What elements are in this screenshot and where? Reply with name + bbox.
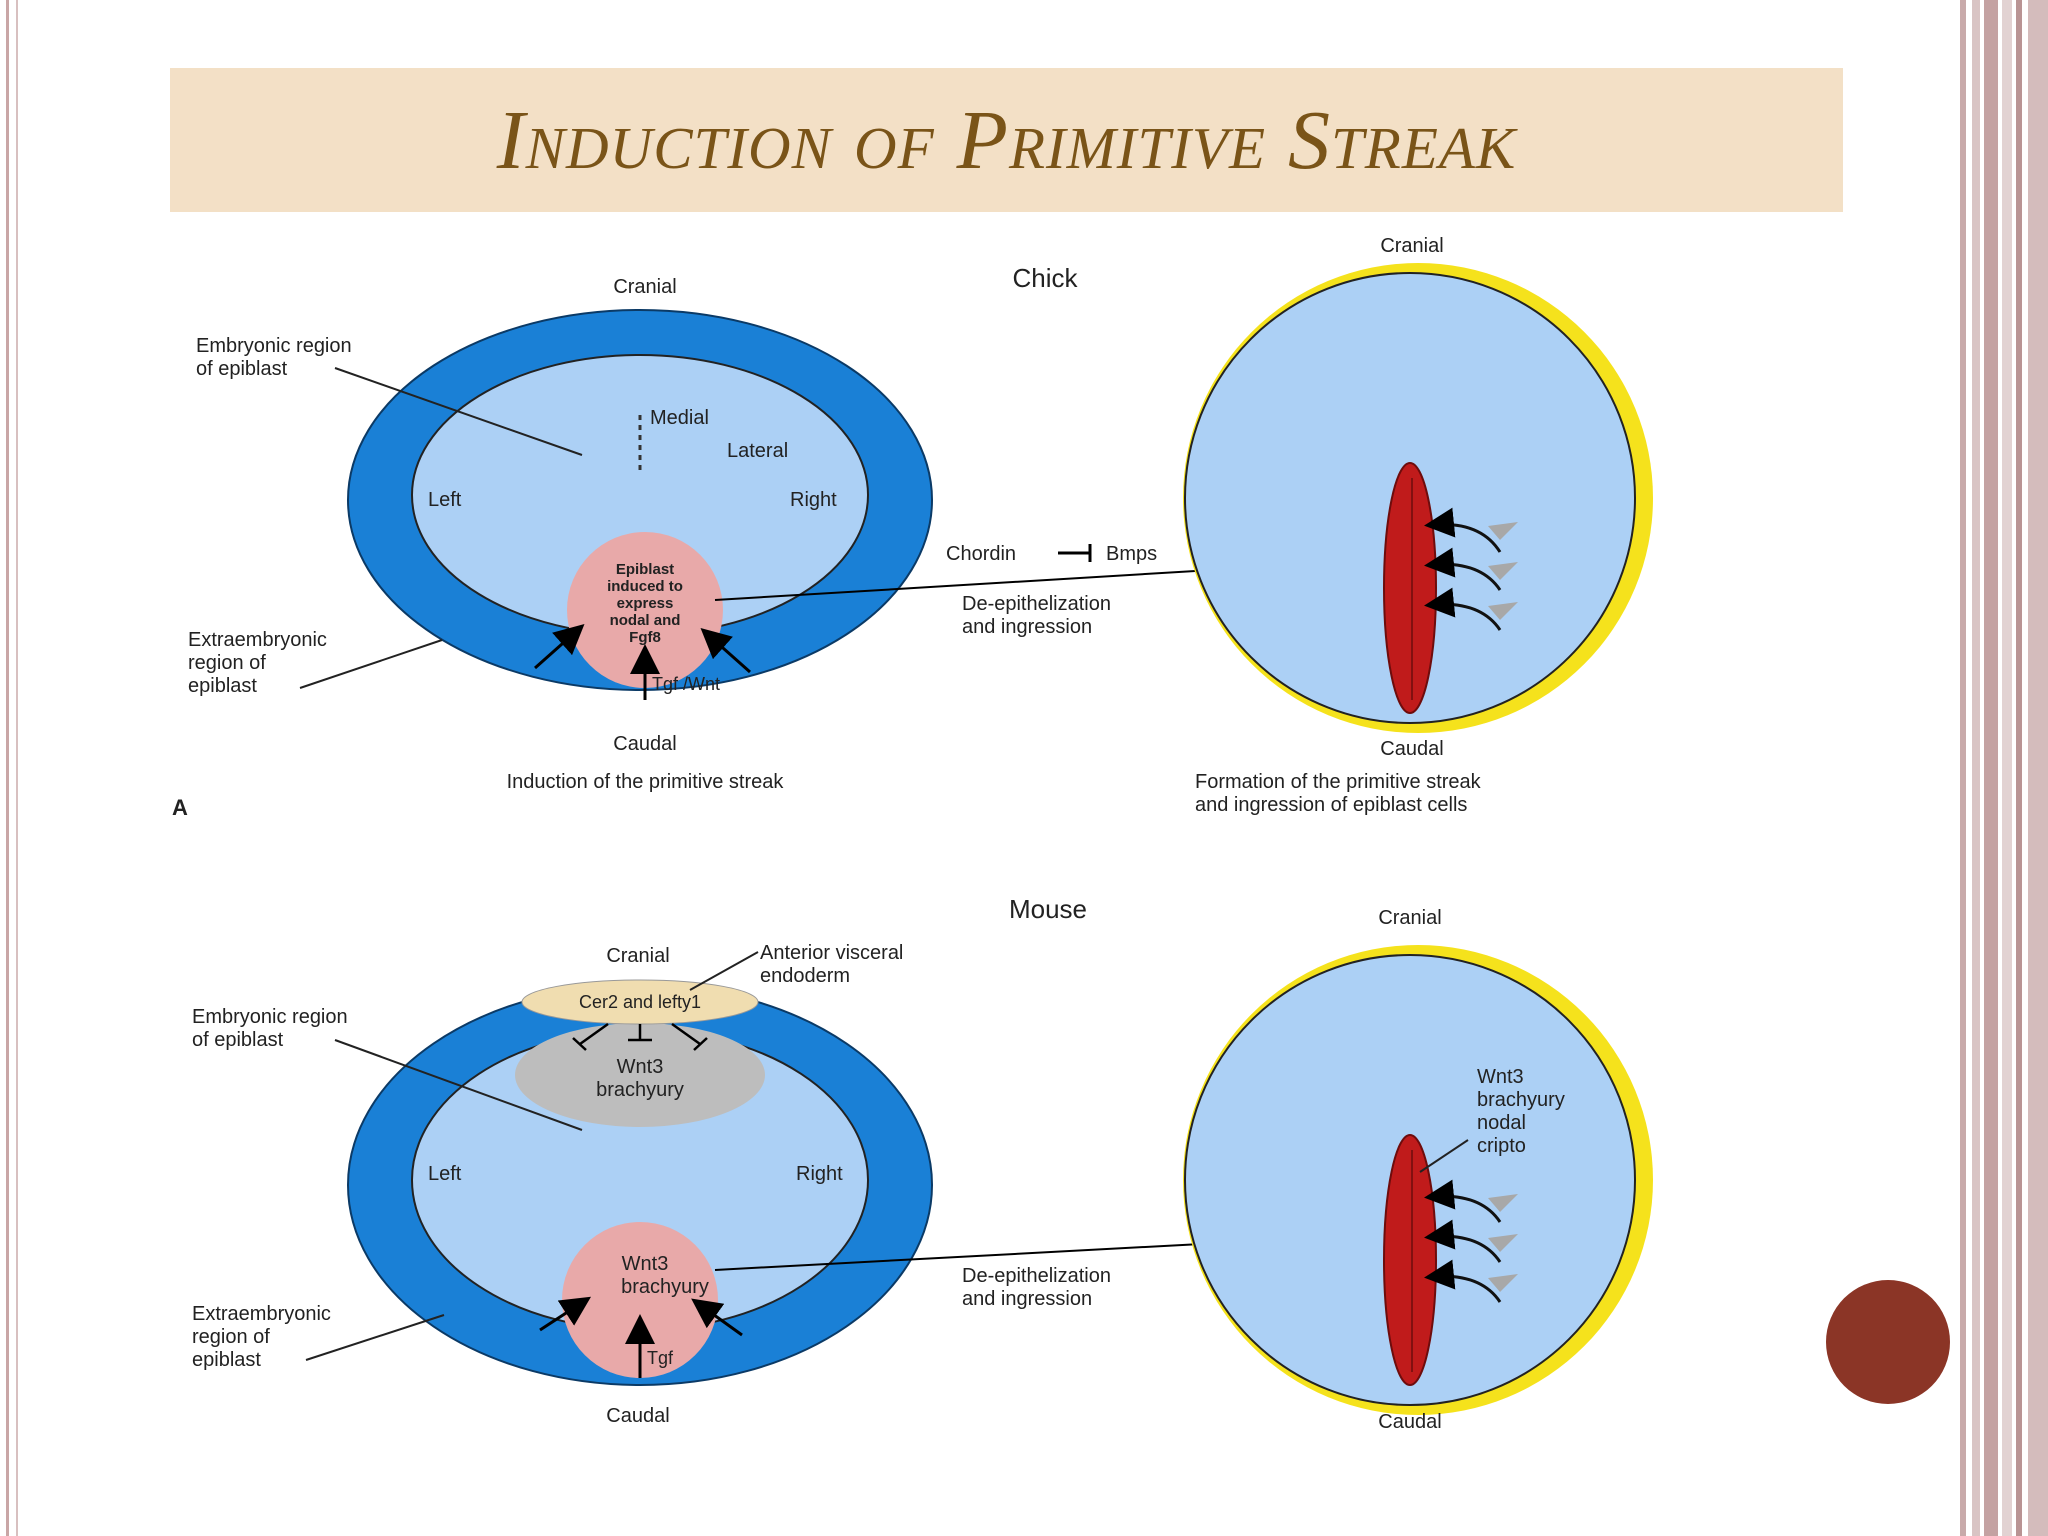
frame-right-band bbox=[1960, 0, 1966, 1536]
mouse-heading: Mouse bbox=[1009, 894, 1087, 924]
mouse-process-label-2: and ingression bbox=[962, 1288, 1092, 1310]
chick-right-caption-2: and ingression of epiblast cells bbox=[1195, 794, 1467, 816]
chick-epiblast-label-5: Fgf8 bbox=[629, 629, 661, 646]
chick-left-cranial: Cranial bbox=[613, 276, 676, 298]
mouse-right-label: Right bbox=[796, 1163, 843, 1185]
mouse-left-label: Left bbox=[428, 1163, 462, 1185]
chick-extra-label-3: epiblast bbox=[188, 675, 257, 697]
chick-signal-label: Tgf /Wnt bbox=[652, 674, 720, 694]
chick-embryonic-label-2: of epiblast bbox=[196, 358, 288, 380]
chick-left-caption: Induction of the primitive streak bbox=[507, 771, 785, 793]
mouse-ave-label-1: Anterior visceral bbox=[760, 942, 903, 964]
mouse-right-caudal: Caudal bbox=[1378, 1411, 1441, 1433]
mouse-left-caudal: Caudal bbox=[606, 1405, 669, 1427]
mouse-ingression-arrows bbox=[1424, 1179, 1502, 1303]
chick-ingression-arrows bbox=[1424, 507, 1502, 631]
mouse-embryonic-pointer bbox=[334, 1039, 583, 1131]
frame-right-band-5 bbox=[2016, 0, 2022, 1536]
chick-signal-arrow-right bbox=[700, 628, 751, 674]
frame-left-line-inner bbox=[16, 0, 18, 1536]
mouse-signal-label: Tgf bbox=[647, 1348, 674, 1368]
mouse-wnt3-bottom-disc bbox=[562, 1222, 718, 1378]
mouse-process-label-1: De-epithelization bbox=[962, 1265, 1111, 1287]
chick-process-label-2: and ingression bbox=[962, 616, 1092, 638]
mouse-marker-2: brachyury bbox=[1477, 1089, 1565, 1111]
mouse-ave-pointer bbox=[689, 951, 759, 991]
chick-right-label: Right bbox=[790, 489, 837, 511]
chick-embryonic-label-1: Embryonic region bbox=[196, 335, 352, 357]
mouse-marker-3: nodal bbox=[1477, 1112, 1526, 1134]
mouse-cer2-label: Cer2 and lefty1 bbox=[579, 992, 701, 1012]
mouse-right-cranial: Cranial bbox=[1378, 907, 1441, 929]
chick-heading: Chick bbox=[1012, 263, 1078, 293]
mouse-extra-label-2: region of bbox=[192, 1326, 270, 1348]
chick-medial-label: Medial bbox=[650, 407, 709, 429]
mouse-markers-pointer bbox=[1419, 1139, 1469, 1173]
chick-epiblast-induced-disc bbox=[567, 532, 723, 688]
mouse-embryonic-label-2: of epiblast bbox=[192, 1029, 284, 1051]
chick-epiblast-label-3: express bbox=[617, 595, 674, 612]
frame-right-band-2 bbox=[1972, 0, 1980, 1536]
chick-signal-arrow-left bbox=[534, 624, 585, 670]
chick-panel-label: A bbox=[172, 795, 188, 820]
frame-left-line bbox=[6, 0, 9, 1536]
mouse-marker-1: Wnt3 bbox=[1477, 1066, 1524, 1088]
mouse-wnt3-top-1: Wnt3 bbox=[617, 1056, 664, 1078]
chick-chordin-label: Chordin bbox=[946, 543, 1016, 565]
chick-right-cranial: Cranial bbox=[1380, 235, 1443, 257]
slide-accent-dot bbox=[1826, 1280, 1950, 1404]
chick-process-label-1: De-epithelization bbox=[962, 593, 1111, 615]
mouse-embryonic-label-1: Embryonic region bbox=[192, 1006, 348, 1028]
chick-left-caudal: Caudal bbox=[613, 733, 676, 755]
frame-right-band-6 bbox=[2028, 0, 2048, 1536]
mouse-wnt3-bottom-2: brachyury bbox=[621, 1276, 709, 1298]
mouse-ingression-arrowtips bbox=[1488, 1194, 1518, 1292]
mouse-wnt3-bottom-1: Wnt3 bbox=[622, 1253, 669, 1275]
mouse-signal-arrow-left bbox=[539, 1296, 592, 1332]
chick-extra-label-2: region of bbox=[188, 652, 266, 674]
mouse-extraembryonic-pointer bbox=[305, 1314, 445, 1361]
chick-extra-label-1: Extraembryonic bbox=[188, 629, 327, 651]
chick-lateral-label: Lateral bbox=[727, 440, 788, 462]
chick-epiblast-label-2: induced to bbox=[607, 578, 683, 595]
mouse-extra-label-3: epiblast bbox=[192, 1349, 261, 1371]
frame-right-band-4 bbox=[2002, 0, 2012, 1536]
mouse-wnt3-top-region bbox=[515, 1023, 765, 1127]
chick-epiblast-label-1: Epiblast bbox=[616, 561, 674, 578]
mouse-wnt3-top-2: brachyury bbox=[596, 1079, 684, 1101]
mouse-signal-arrow-right bbox=[691, 1298, 743, 1337]
mouse-left-cranial: Cranial bbox=[606, 945, 669, 967]
chick-bmps-label: Bmps bbox=[1106, 543, 1157, 565]
mouse-inhibition-lines bbox=[572, 1022, 708, 1051]
title-band: Induction of Primitive Streak bbox=[170, 68, 1843, 212]
chick-ingression-arrowtips bbox=[1488, 522, 1518, 620]
frame-right-band-3 bbox=[1984, 0, 1998, 1536]
chick-right-caudal: Caudal bbox=[1380, 738, 1443, 760]
primitive-streak-diagram: Chick Cranial Caudal Embryonic region of… bbox=[172, 235, 1653, 1433]
chick-embryonic-pointer bbox=[334, 367, 583, 456]
slide-title: Induction of Primitive Streak bbox=[496, 93, 1517, 187]
chick-epiblast-label-4: nodal and bbox=[610, 612, 681, 629]
mouse-ave-label-2: endoderm bbox=[760, 965, 850, 987]
chick-extraembryonic-pointer bbox=[299, 639, 443, 689]
chick-right-caption-1: Formation of the primitive streak bbox=[1195, 771, 1482, 793]
mouse-primitive-streak bbox=[1383, 1134, 1437, 1386]
chick-primitive-streak bbox=[1383, 462, 1437, 714]
mouse-marker-4: cripto bbox=[1477, 1135, 1526, 1157]
chick-left-label: Left bbox=[428, 489, 462, 511]
mouse-extra-label-1: Extraembryonic bbox=[192, 1303, 331, 1325]
